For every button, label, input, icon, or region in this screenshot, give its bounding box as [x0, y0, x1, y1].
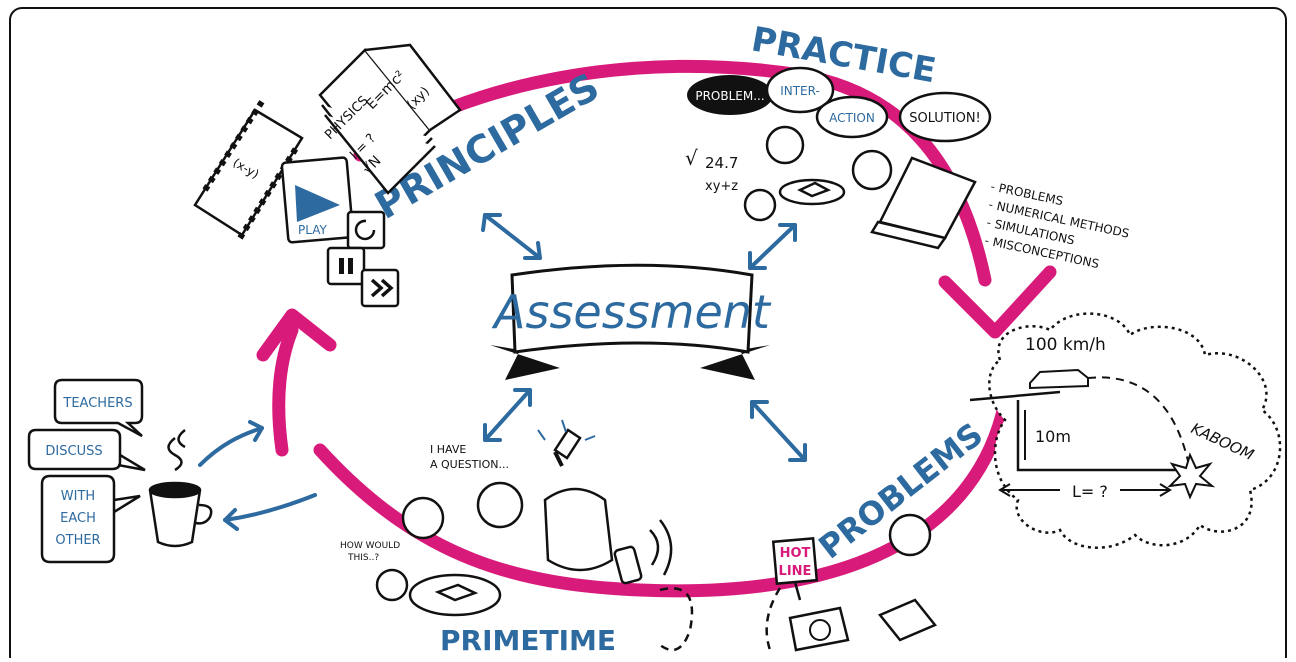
film-strip: (x-y) — [193, 98, 304, 240]
hotline-text-1: HOT — [780, 546, 811, 561]
laptop-base — [870, 220, 948, 250]
sqrt-value: 24.7 — [705, 154, 738, 172]
physics-book: PHYSICS I = ? E=mc² (xy) √N — [318, 43, 462, 195]
car-icon — [1029, 368, 1089, 390]
student-head-2 — [851, 149, 893, 191]
speed-label: 100 km/h — [1025, 335, 1106, 355]
play-tile: PLAY — [280, 156, 355, 244]
play-icon — [295, 185, 340, 222]
banner-body — [510, 263, 754, 354]
telephone-dial — [809, 619, 831, 641]
cycle-arrowhead-left — [256, 308, 337, 362]
action-bubble-text: ACTION — [829, 111, 875, 125]
assessment-arrows — [198, 213, 807, 531]
hotline-illustration: HOT LINE — [771, 513, 938, 652]
coffee-cup-icon — [148, 429, 213, 548]
principles-illustration: PHYSICS I = ? E=mc² (xy) √N (x-y) PLAY — [193, 43, 462, 308]
height-label: 10m — [1035, 427, 1071, 446]
cliff-top — [969, 390, 1061, 402]
student-head-3 — [743, 188, 777, 222]
quote-how-2: THIS..? — [347, 553, 379, 563]
lightbulb-icon — [553, 428, 582, 467]
replay-tile — [346, 210, 386, 250]
bubble-other-text: OTHER — [55, 533, 100, 548]
pause-icon — [339, 258, 344, 274]
banner-left-fold — [490, 345, 560, 380]
notepad-icon — [877, 598, 938, 642]
trajectory — [1087, 376, 1191, 471]
bubble-each-text: EACH — [60, 511, 96, 526]
bubble-with-text: WITH — [61, 489, 95, 504]
arrow-to-primetime — [483, 388, 532, 442]
solver-head — [888, 513, 932, 557]
teachers-discuss: TEACHERS DISCUSS WITH EACH OTHER — [27, 378, 213, 564]
explosion-icon — [1167, 452, 1216, 500]
hotline-text-2: LINE — [779, 564, 812, 579]
bubble-teachers — [53, 378, 144, 438]
cliff-wall — [1016, 400, 1180, 472]
cycle-arrowhead-right — [938, 265, 1057, 339]
person-head-3 — [375, 568, 409, 602]
inter-bubble — [765, 66, 835, 114]
primetime-book — [434, 583, 479, 602]
problem-bubble — [687, 75, 773, 115]
bubble-discuss-text: DISCUSS — [45, 444, 102, 459]
replay-icon — [354, 219, 376, 241]
inter-bubble-text: INTER- — [780, 84, 820, 98]
sqrt-sign: √ — [685, 146, 698, 170]
student-head-1 — [765, 125, 805, 165]
arrow-coffee-out — [198, 420, 264, 467]
arrow-to-problems — [750, 400, 807, 462]
arrow-to-principles — [481, 213, 542, 260]
person-head-1 — [401, 496, 445, 540]
quote-question-2: A QUESTION... — [430, 458, 509, 471]
cycle-left-arc — [272, 323, 299, 457]
assessment-banner: Assessment — [490, 263, 772, 380]
solution-bubble-text: SOLUTION! — [909, 111, 981, 126]
bubble-discuss — [27, 428, 146, 472]
distance-label: L= ? — [1072, 482, 1108, 501]
practice-illustration: PROBLEM... INTER- ACTION SOLUTION! √ 24.… — [685, 66, 1131, 271]
problem-bubble-text: PROBLEM... — [695, 89, 764, 103]
telephone-icon — [788, 606, 850, 652]
practice-book — [797, 181, 832, 198]
person-head-4 — [543, 487, 614, 572]
play-label: PLAY — [298, 223, 327, 237]
quote-how-1: HOW WOULD — [340, 541, 400, 551]
solution-bubble — [898, 91, 992, 143]
hotline-sign — [771, 536, 819, 586]
quote-question-1: I HAVE — [430, 443, 466, 456]
pause-tile — [326, 246, 366, 286]
math-expr: xy+z — [705, 179, 738, 194]
forward-icon — [370, 278, 394, 298]
bubble-with-each-other — [40, 474, 141, 564]
banner-right-fold — [700, 345, 770, 380]
forward-tile — [360, 268, 400, 308]
phone-icon — [613, 545, 643, 585]
label-primetime: PRIMETIME — [440, 624, 616, 657]
bubble-teachers-text: TEACHERS — [62, 396, 132, 411]
frame-border — [9, 7, 1287, 662]
practice-list: - PROBLEMS - NUMERICAL METHODS - SIMULAT… — [983, 179, 1130, 271]
phone-cord — [659, 587, 782, 652]
arrow-coffee-in — [223, 493, 317, 531]
primetime-illustration: I HAVE A QUESTION... HOW WOULD THIS..? — [340, 419, 782, 652]
banner-title: Assessment — [491, 285, 772, 339]
action-bubble — [815, 95, 889, 139]
arrow-to-practice — [748, 223, 797, 270]
signal-icon — [649, 519, 673, 576]
person-head-2 — [476, 481, 524, 529]
physics-problem: 100 km/h 10m L= ? KABOOM — [969, 312, 1282, 549]
